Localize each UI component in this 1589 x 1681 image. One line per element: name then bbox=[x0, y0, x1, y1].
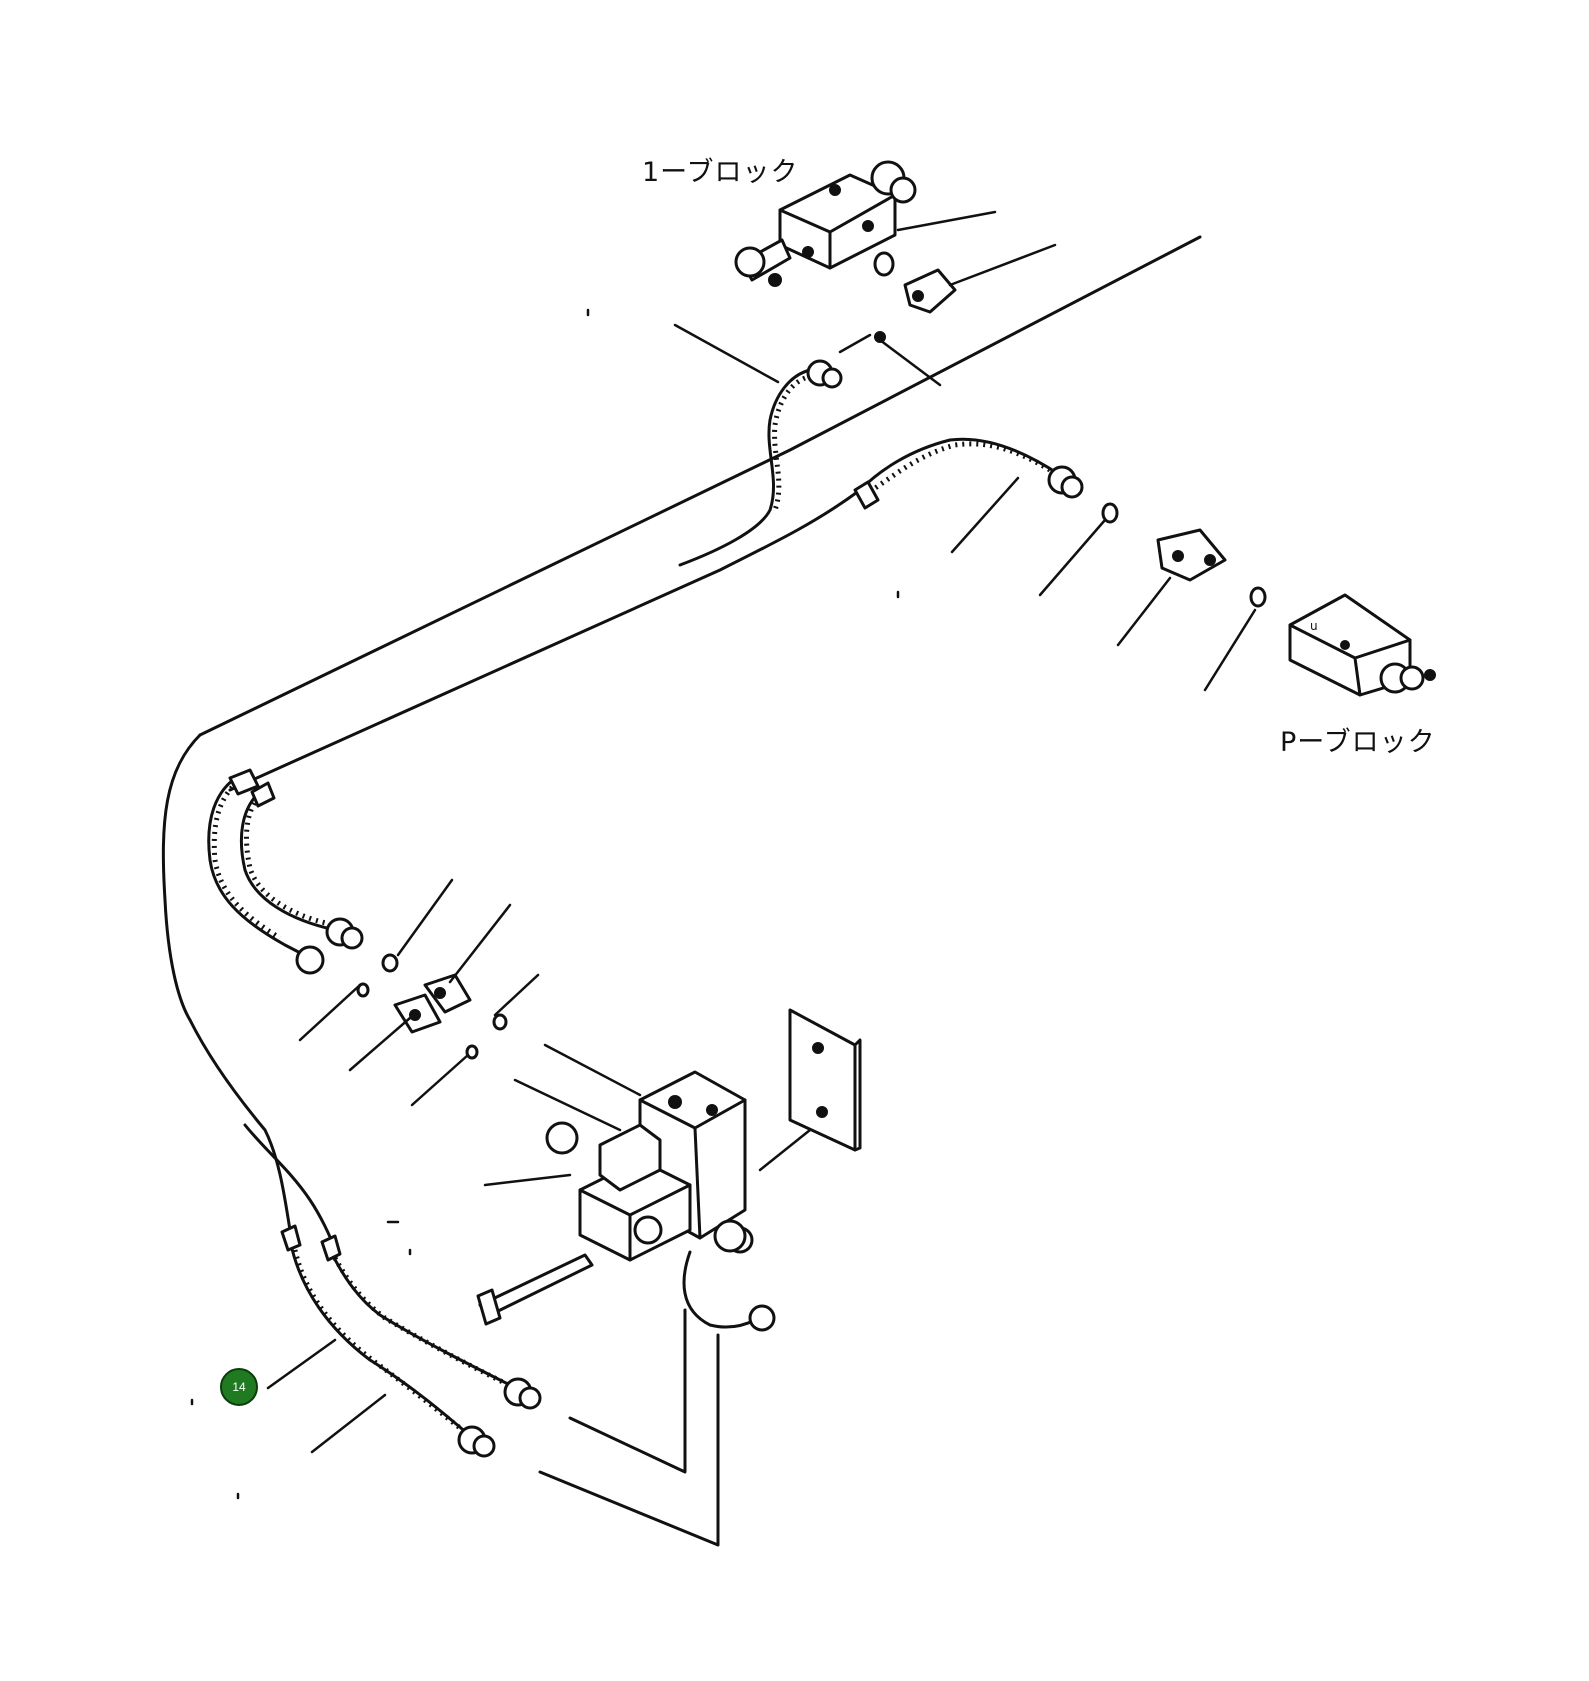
p-block-assembly: u bbox=[228, 437, 1436, 792]
lower-hose-pair bbox=[188, 1018, 542, 1458]
svg-text:u: u bbox=[1310, 619, 1318, 633]
callout-marker-14[interactable]: 14 bbox=[220, 1368, 258, 1406]
left-hose-pair bbox=[207, 768, 364, 975]
t-block-assembly bbox=[734, 160, 1057, 314]
solenoid-valve-assembly bbox=[476, 1008, 862, 1332]
t-block-label: 1ーブロック bbox=[642, 157, 799, 188]
upper-hose bbox=[161, 235, 1202, 1022]
scan-marks bbox=[190, 308, 900, 1500]
p-block-label: Pーブロック bbox=[1280, 727, 1436, 758]
fitting-parts bbox=[298, 878, 540, 1107]
bracket-lines bbox=[538, 1308, 720, 1547]
